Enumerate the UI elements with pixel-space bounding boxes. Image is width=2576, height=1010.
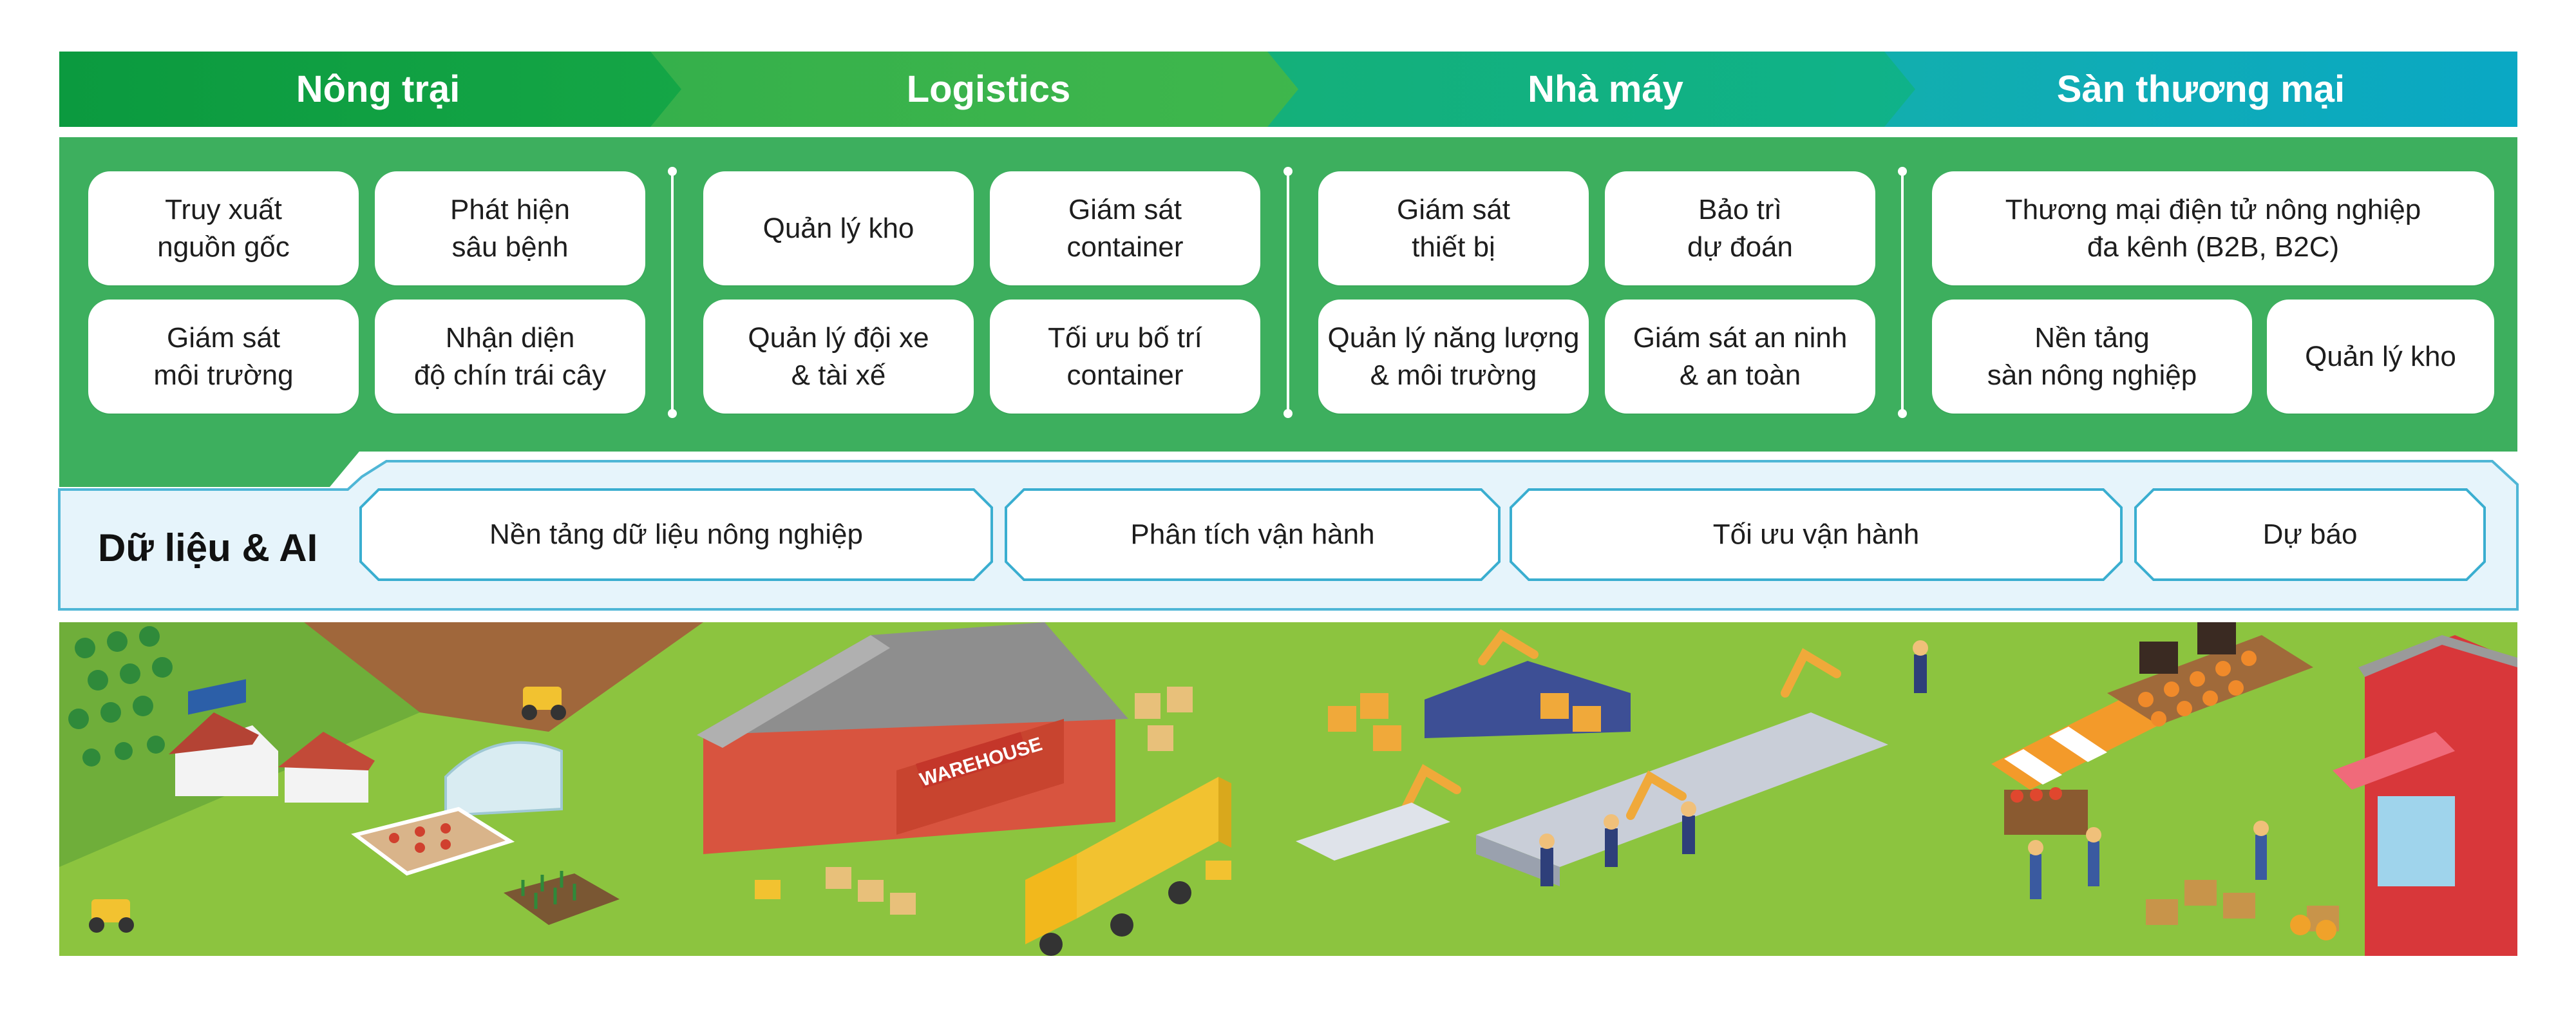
operations-analytics-pill: Phân tích vận hành — [1130, 519, 1375, 550]
operations-optimization-pill: Tối ưu vận hành — [1712, 519, 1920, 550]
logistics-scene: WAREHOUSE — [697, 622, 1231, 956]
card-warehouse-management: Quản lý kho — [703, 171, 974, 285]
value-chain-illustration: WAREHOUSE — [59, 622, 2517, 956]
data-ai-title: Dữ liệu & AI — [98, 526, 318, 569]
forecast-pill: Dự báo — [2262, 519, 2358, 550]
card-fleet-driver: Quản lý đội xe & tài xế — [703, 300, 974, 414]
divider-2 — [1283, 167, 1293, 418]
card-container-monitoring: Giám sát container — [990, 171, 1260, 285]
stage-marketplace-label: Sàn thương mại — [2056, 68, 2345, 110]
card-pest-detection: Phát hiện sâu bệnh — [375, 171, 645, 285]
card-environment-monitoring: Giám sát môi trường — [88, 300, 359, 414]
panel-tab — [59, 448, 362, 487]
card-predictive-maintenance: Bảo trì dự đoán — [1605, 171, 1875, 285]
stage-logistics: Logistics — [650, 52, 1327, 127]
card-container-layout: Tối ưu bố trí container — [990, 300, 1260, 414]
marketplace-scene — [1991, 622, 2517, 956]
stage-logistics-label: Logistics — [906, 68, 1071, 110]
divider-1 — [668, 167, 677, 418]
stage-factory: Nhà máy — [1267, 52, 1944, 127]
stage-farm: Nông trại — [59, 52, 697, 127]
card-fruit-ripeness: Nhận diện độ chín trái cây — [375, 300, 645, 414]
divider-3 — [1898, 167, 1907, 418]
stage-farm-label: Nông trại — [296, 68, 460, 110]
stage-factory-label: Nhà máy — [1528, 68, 1683, 110]
card-warehouse-management-2: Quản lý kho — [2267, 300, 2494, 414]
value-chain-header: Nông trại Logistics Nhà máy Sàn thương m… — [59, 52, 2517, 127]
card-energy-management: Quản lý năng lượng & môi trường — [1318, 300, 1589, 414]
applications-panel: Truy xuất nguồn gốc Phát hiện sâu bệnh G… — [59, 137, 2517, 452]
data-platform-pill: Nền tảng dữ liệu nông nghiệp — [489, 519, 863, 550]
card-security-safety: Giám sát an ninh & an toàn — [1605, 300, 1875, 414]
farm-scene — [59, 622, 703, 933]
factory-scene — [1296, 629, 1928, 886]
card-agri-marketplace: Nền tảng sàn nông nghiệp — [1932, 300, 2252, 414]
card-traceability: Truy xuất nguồn gốc — [88, 171, 359, 285]
card-equipment-monitoring: Giám sát thiết bị — [1318, 171, 1589, 285]
card-ecommerce: Thương mại điện tử nông nghiệp đa kênh (… — [1932, 171, 2494, 285]
stage-marketplace: Sàn thương mại — [1884, 52, 2517, 127]
